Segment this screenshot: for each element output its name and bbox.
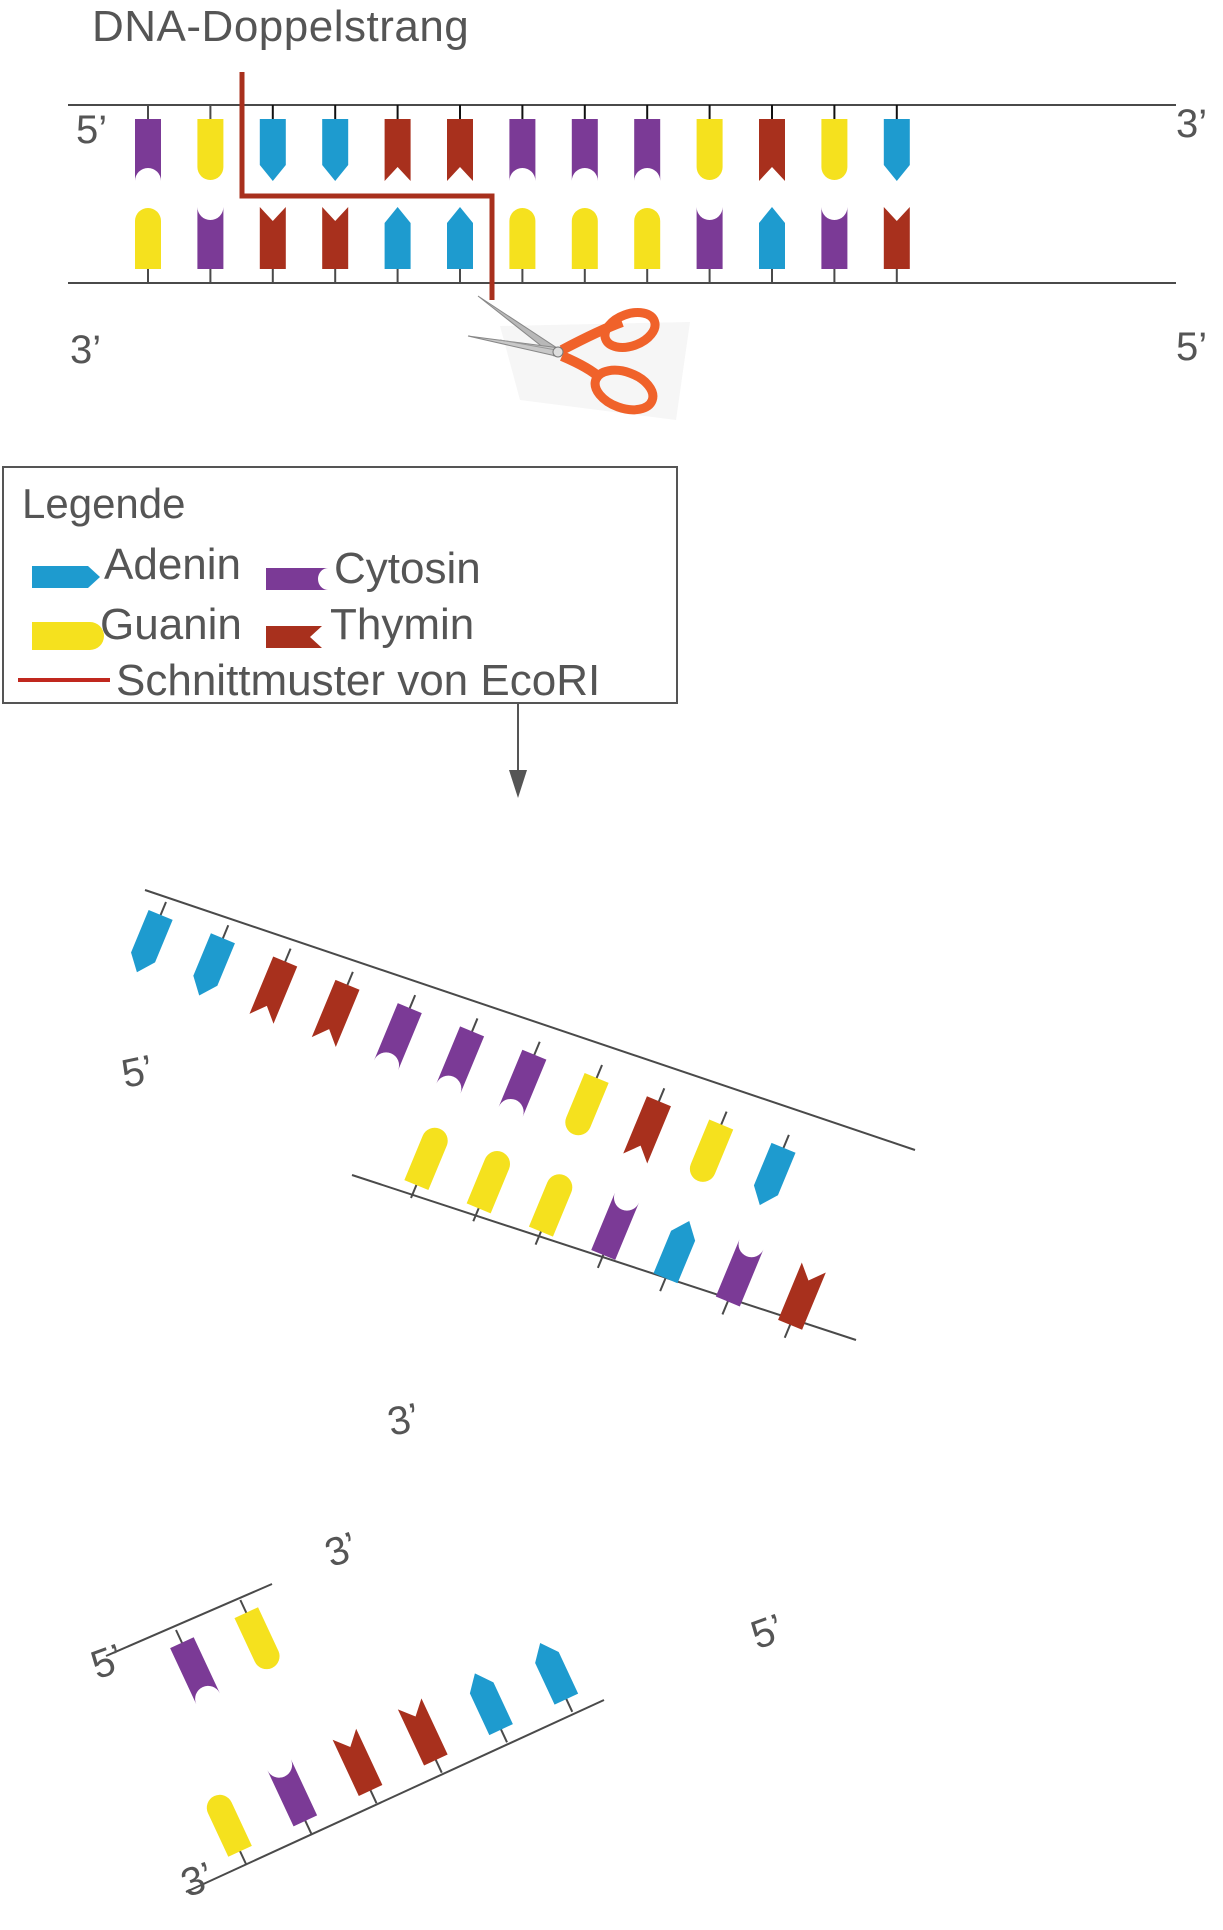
legend-thymin-label: Thymin [330,600,475,649]
fragment2-bottom-base-thymin [332,1728,383,1804]
legend-guanin-label: Guanin [100,600,242,649]
fragment1-bottom-base-guanin [466,1151,510,1222]
bottom-strand-base-thymin [322,207,349,283]
bottom-strand-right-label: 5’ [1176,325,1208,369]
fragment1-top-base-thymin [249,948,298,1024]
fragment1-bottom-base-guanin [528,1174,573,1245]
legend-adenin-icon [32,566,100,588]
fragment1-top-base-adenin [131,901,173,973]
bottom-strand-base-cytosin [821,207,848,283]
top-strand-base-cytosin [135,105,161,181]
fragment1-top-backbone [144,889,916,1151]
bottom-strand-base-guanin [509,208,536,283]
top-strand-base-guanin [197,105,224,180]
bottom-strand-base-guanin [135,208,161,283]
bottom-strand-base-guanin [571,208,598,283]
fragment1-bottom-base-thymin [778,1262,826,1339]
fragment1-top-base-cytosin [436,1018,485,1094]
bottom-strand-base-adenin [384,207,411,283]
fragment1-top-base-adenin [753,1134,796,1206]
bottom-strand-base-guanin [634,208,661,283]
top-strand-base-cytosin [571,105,598,181]
bottom-strand-left-label: 3’ [70,328,102,372]
top-strand-base-thymin [384,105,411,181]
top-strand-base-thymin [759,105,785,181]
bottom-strand-base-thymin [883,207,910,283]
legend-guanin-icon [32,622,104,650]
fragment1-bottom-base-guanin [404,1127,448,1199]
top-strand-base-cytosin [634,105,661,181]
bottom-strand-base-cytosin [197,207,224,283]
fragment2-top-base-guanin [234,1599,280,1670]
ecori-cut-line [239,72,495,300]
fragment1-top-base-guanin [689,1111,734,1182]
fragment1-top-base-guanin [565,1064,609,1136]
fragment1-bottom-base-cytosin [715,1239,764,1315]
fragment2-top-base-cytosin [170,1629,220,1705]
bottom-strand-base-cytosin [696,207,723,283]
bottom-strand-base-adenin [759,207,785,283]
fragment1-top-base-adenin [193,924,235,996]
top-strand-base-cytosin [509,105,536,181]
legend-cytosin-icon [266,568,328,590]
fragment1-bottom-base-adenin [653,1220,696,1292]
fragment1-bottom-base-cytosin [591,1192,639,1269]
fragment1-top-base-thymin [311,971,360,1048]
diagram-title: DNA-Doppelstrang [92,2,470,51]
fragment2-bottom-base-thymin [397,1698,448,1774]
top-strand-base-adenin [259,105,286,181]
fragment2-bottom-base-cytosin [267,1759,318,1834]
fragment2-bottom-backbone [185,1699,605,1893]
legend-cut-label: Schnittmuster von EcoRI [116,656,601,705]
fragment1-bottom-backbone [351,1174,857,1341]
legend-thymin-icon [266,626,322,648]
top-strand-base-adenin [322,105,349,181]
fragment1-top-base-thymin [623,1087,671,1164]
scissors-icon [467,295,690,420]
top-strand-right-label: 3’ [1176,102,1208,146]
fragment1-top-base-cytosin [374,994,422,1071]
top-strand-base-guanin [696,105,723,180]
fragment2-bottom-base-adenin [535,1642,579,1713]
fragment2-top-backbone [105,1583,273,1657]
bottom-strand-base-thymin [259,207,286,283]
top-strand-base-thymin [447,105,473,181]
legend-adenin-label: Adenin [104,540,242,589]
fragment2-bottom-base-adenin [469,1673,513,1743]
legend-box: Legende Adenin Cytosin Guanin Thymin Sch… [2,466,678,705]
legend-title: Legende [22,480,186,527]
top-strand-base-adenin [883,105,910,181]
fragment2-bottom-base-guanin [206,1794,252,1865]
legend-cut-line-icon [18,678,110,682]
fragment1-top-base-cytosin [498,1041,547,1117]
legend-cytosin-label: Cytosin [334,544,481,593]
top-strand-base-guanin [821,105,848,180]
top-strand-left-label: 5’ [76,108,108,152]
bottom-strand-base-adenin [447,207,473,283]
